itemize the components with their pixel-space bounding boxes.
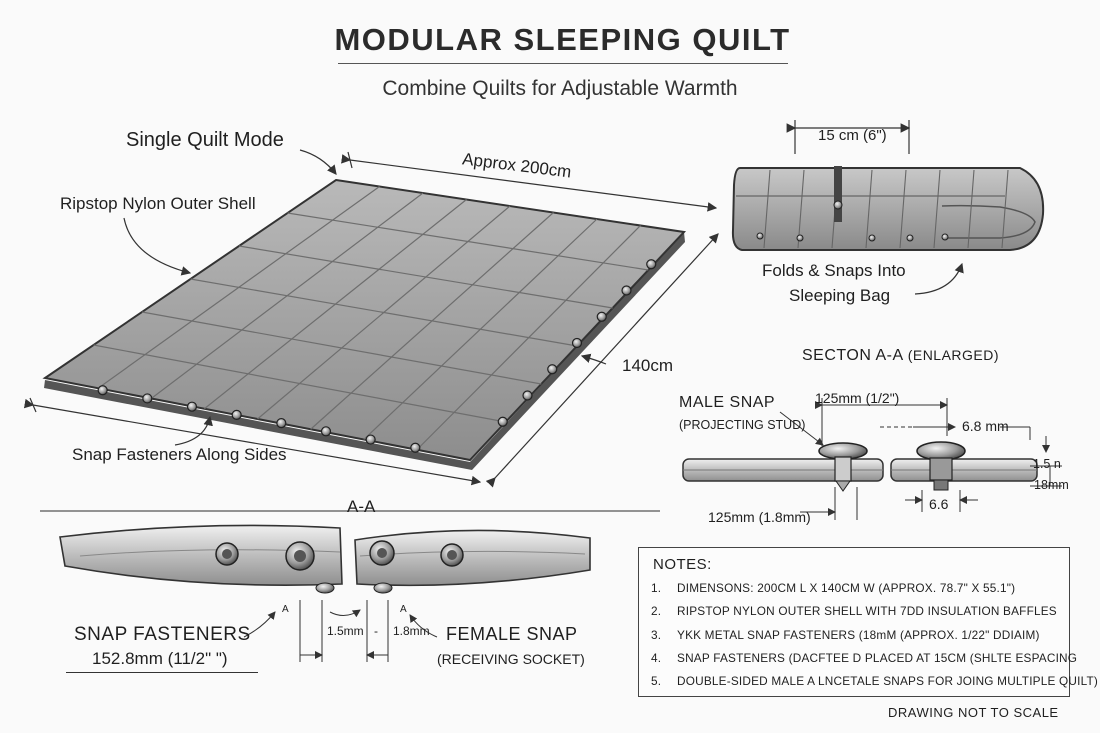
snap-fasteners-sides-label: Snap Fasteners Along Sides — [72, 445, 287, 464]
snap-fastener-icon — [621, 285, 632, 296]
note-number: 4. — [651, 651, 662, 665]
fold-width-dimension-label: 15 cm (6") — [818, 127, 887, 144]
snap-fastener-icon — [186, 401, 198, 412]
snap-fastener-icon — [571, 337, 583, 349]
snap-bottom-right-dimension: 6.6 — [929, 496, 949, 512]
note-text: RIPSTOP NYLON OUTER SHELL WITH 7DD INSUL… — [677, 604, 1057, 618]
folds-caption-line1: Folds & Snaps Into — [762, 261, 906, 280]
enlarged-section-illustration — [682, 441, 1038, 492]
snap-fastener-icon — [365, 434, 376, 445]
snap-fastener-icon — [796, 234, 804, 242]
female-snap-label: FEMALE SNAP — [446, 624, 578, 644]
snap-fastener-icon — [320, 426, 332, 437]
snap-fasteners-underline — [66, 672, 258, 673]
enlarged-section-title: SECTON A-A (ENLARGED) — [802, 347, 999, 365]
snap-top-dimension: 125mm (1/2") — [815, 390, 900, 406]
ripstop-shell-label: Ripstop Nylon Outer Shell — [60, 194, 256, 213]
folded-quilt-illustration — [731, 166, 1045, 251]
folds-caption-line2: Sleeping Bag — [789, 286, 891, 305]
note-text: SNAP FASTENERS (DACFTEE D PLACED AT 15CM… — [677, 651, 1078, 665]
not-to-scale-note: DRAWING NOT TO SCALE — [888, 705, 1059, 720]
note-text: DOUBLE-SIDED MALE A LNCETALE SNAPS FOR J… — [677, 674, 1099, 688]
snap-fastener-icon — [410, 442, 421, 453]
snap-fastener-icon — [497, 416, 508, 427]
single-quilt-mode-label: Single Quilt Mode — [126, 129, 284, 151]
gap-separator: - — [374, 624, 378, 638]
enlarged-section-dimensions — [779, 398, 1062, 520]
snap-fastener-icon — [276, 418, 287, 429]
bottom-section-illustration — [40, 510, 660, 594]
snap-fastener-icon — [97, 385, 108, 396]
note-item: 5. DOUBLE-SIDED MALE A LNCETALE SNAPS FOR… — [651, 674, 1098, 688]
diagram-title: MODULAR SLEEPING QUILT — [334, 22, 791, 57]
folded-dimension-lines — [786, 120, 964, 295]
main-dimension-lines — [23, 149, 719, 488]
bottom-section-dimensions — [243, 600, 438, 662]
title-underline — [338, 63, 788, 64]
gap-right-dimension: 1.8mm — [393, 624, 430, 638]
notes-box: NOTES: 1. DIMENSONS: 200CM L X 140CM W (A… — [638, 547, 1098, 697]
note-number: 5. — [651, 674, 662, 688]
snap-height-dimension-2: 18mm — [1034, 478, 1069, 492]
note-item: 2. RIPSTOP NYLON OUTER SHELL WITH 7DD INS… — [651, 604, 1057, 618]
snap-fastener-icon — [646, 259, 657, 270]
snap-fastener-icon — [231, 409, 242, 420]
flat-quilt-illustration — [42, 178, 687, 470]
snap-fastener-icon — [596, 311, 607, 322]
snap-height-dimension-1: 1.5 n — [1033, 457, 1061, 471]
quilt-top — [42, 178, 687, 462]
folded-quilt-baffles — [763, 169, 1009, 249]
enlarged-section-title-suffix: (ENLARGED) — [907, 347, 1000, 363]
snap-fasteners-label: SNAP FASTENERS — [74, 624, 251, 645]
section-marker-right: A — [400, 604, 407, 615]
snap-fastener-icon — [756, 232, 764, 240]
diagram-subtitle: Combine Quilts for Adjustable Warmth — [382, 77, 738, 100]
section-marker-left: A — [282, 604, 289, 615]
snap-fasteners-dimension: 152.8mm (11/2" ") — [92, 649, 228, 668]
folded-quilt-strap — [834, 166, 842, 222]
notes-title: NOTES: — [653, 556, 712, 573]
note-text: DIMENSONS: 200CM L X 140CM W (APPROX. 78… — [677, 581, 1016, 595]
note-text: YKK METAL SNAP FASTENERS (18mM (APPROX. … — [677, 628, 1040, 642]
bottom-section-snaps — [215, 540, 464, 594]
snap-right-dimension: 6.8 mm — [962, 418, 1009, 434]
note-item: 1. DIMENSONS: 200CM L X 140CM W (APPROX. … — [651, 581, 1015, 595]
snap-bottom-left-dimension: 125mm (1.8mm) — [708, 509, 811, 525]
snap-fastener-icon — [547, 364, 558, 375]
male-snap-label: MALE SNAP — [679, 394, 776, 411]
enlarged-section-title-main: SECTON A-A — [802, 347, 903, 364]
section-aa-title: A-A — [347, 497, 376, 516]
snap-fastener-icon — [941, 233, 949, 241]
snap-fastener-icon — [906, 234, 914, 242]
female-snap-sublabel: (RECEIVING SOCKET) — [437, 651, 585, 667]
snap-fastener-icon — [868, 234, 876, 242]
note-item: 3. YKK METAL SNAP FASTENERS (18mM (APPROX… — [651, 628, 1040, 642]
snap-fastener-icon — [142, 393, 153, 404]
note-number: 3. — [651, 628, 662, 642]
width-dimension-label: 140cm — [622, 356, 674, 375]
note-number: 1. — [651, 581, 662, 595]
note-item: 4. SNAP FASTENERS (DACFTEE D PLACED AT 15… — [651, 651, 1077, 665]
note-number: 2. — [651, 604, 662, 618]
gap-left-dimension: 1.5mm — [327, 624, 364, 638]
male-snap-sublabel: (PROJECTING STUD) — [679, 418, 806, 432]
snap-fastener-icon — [522, 390, 533, 401]
